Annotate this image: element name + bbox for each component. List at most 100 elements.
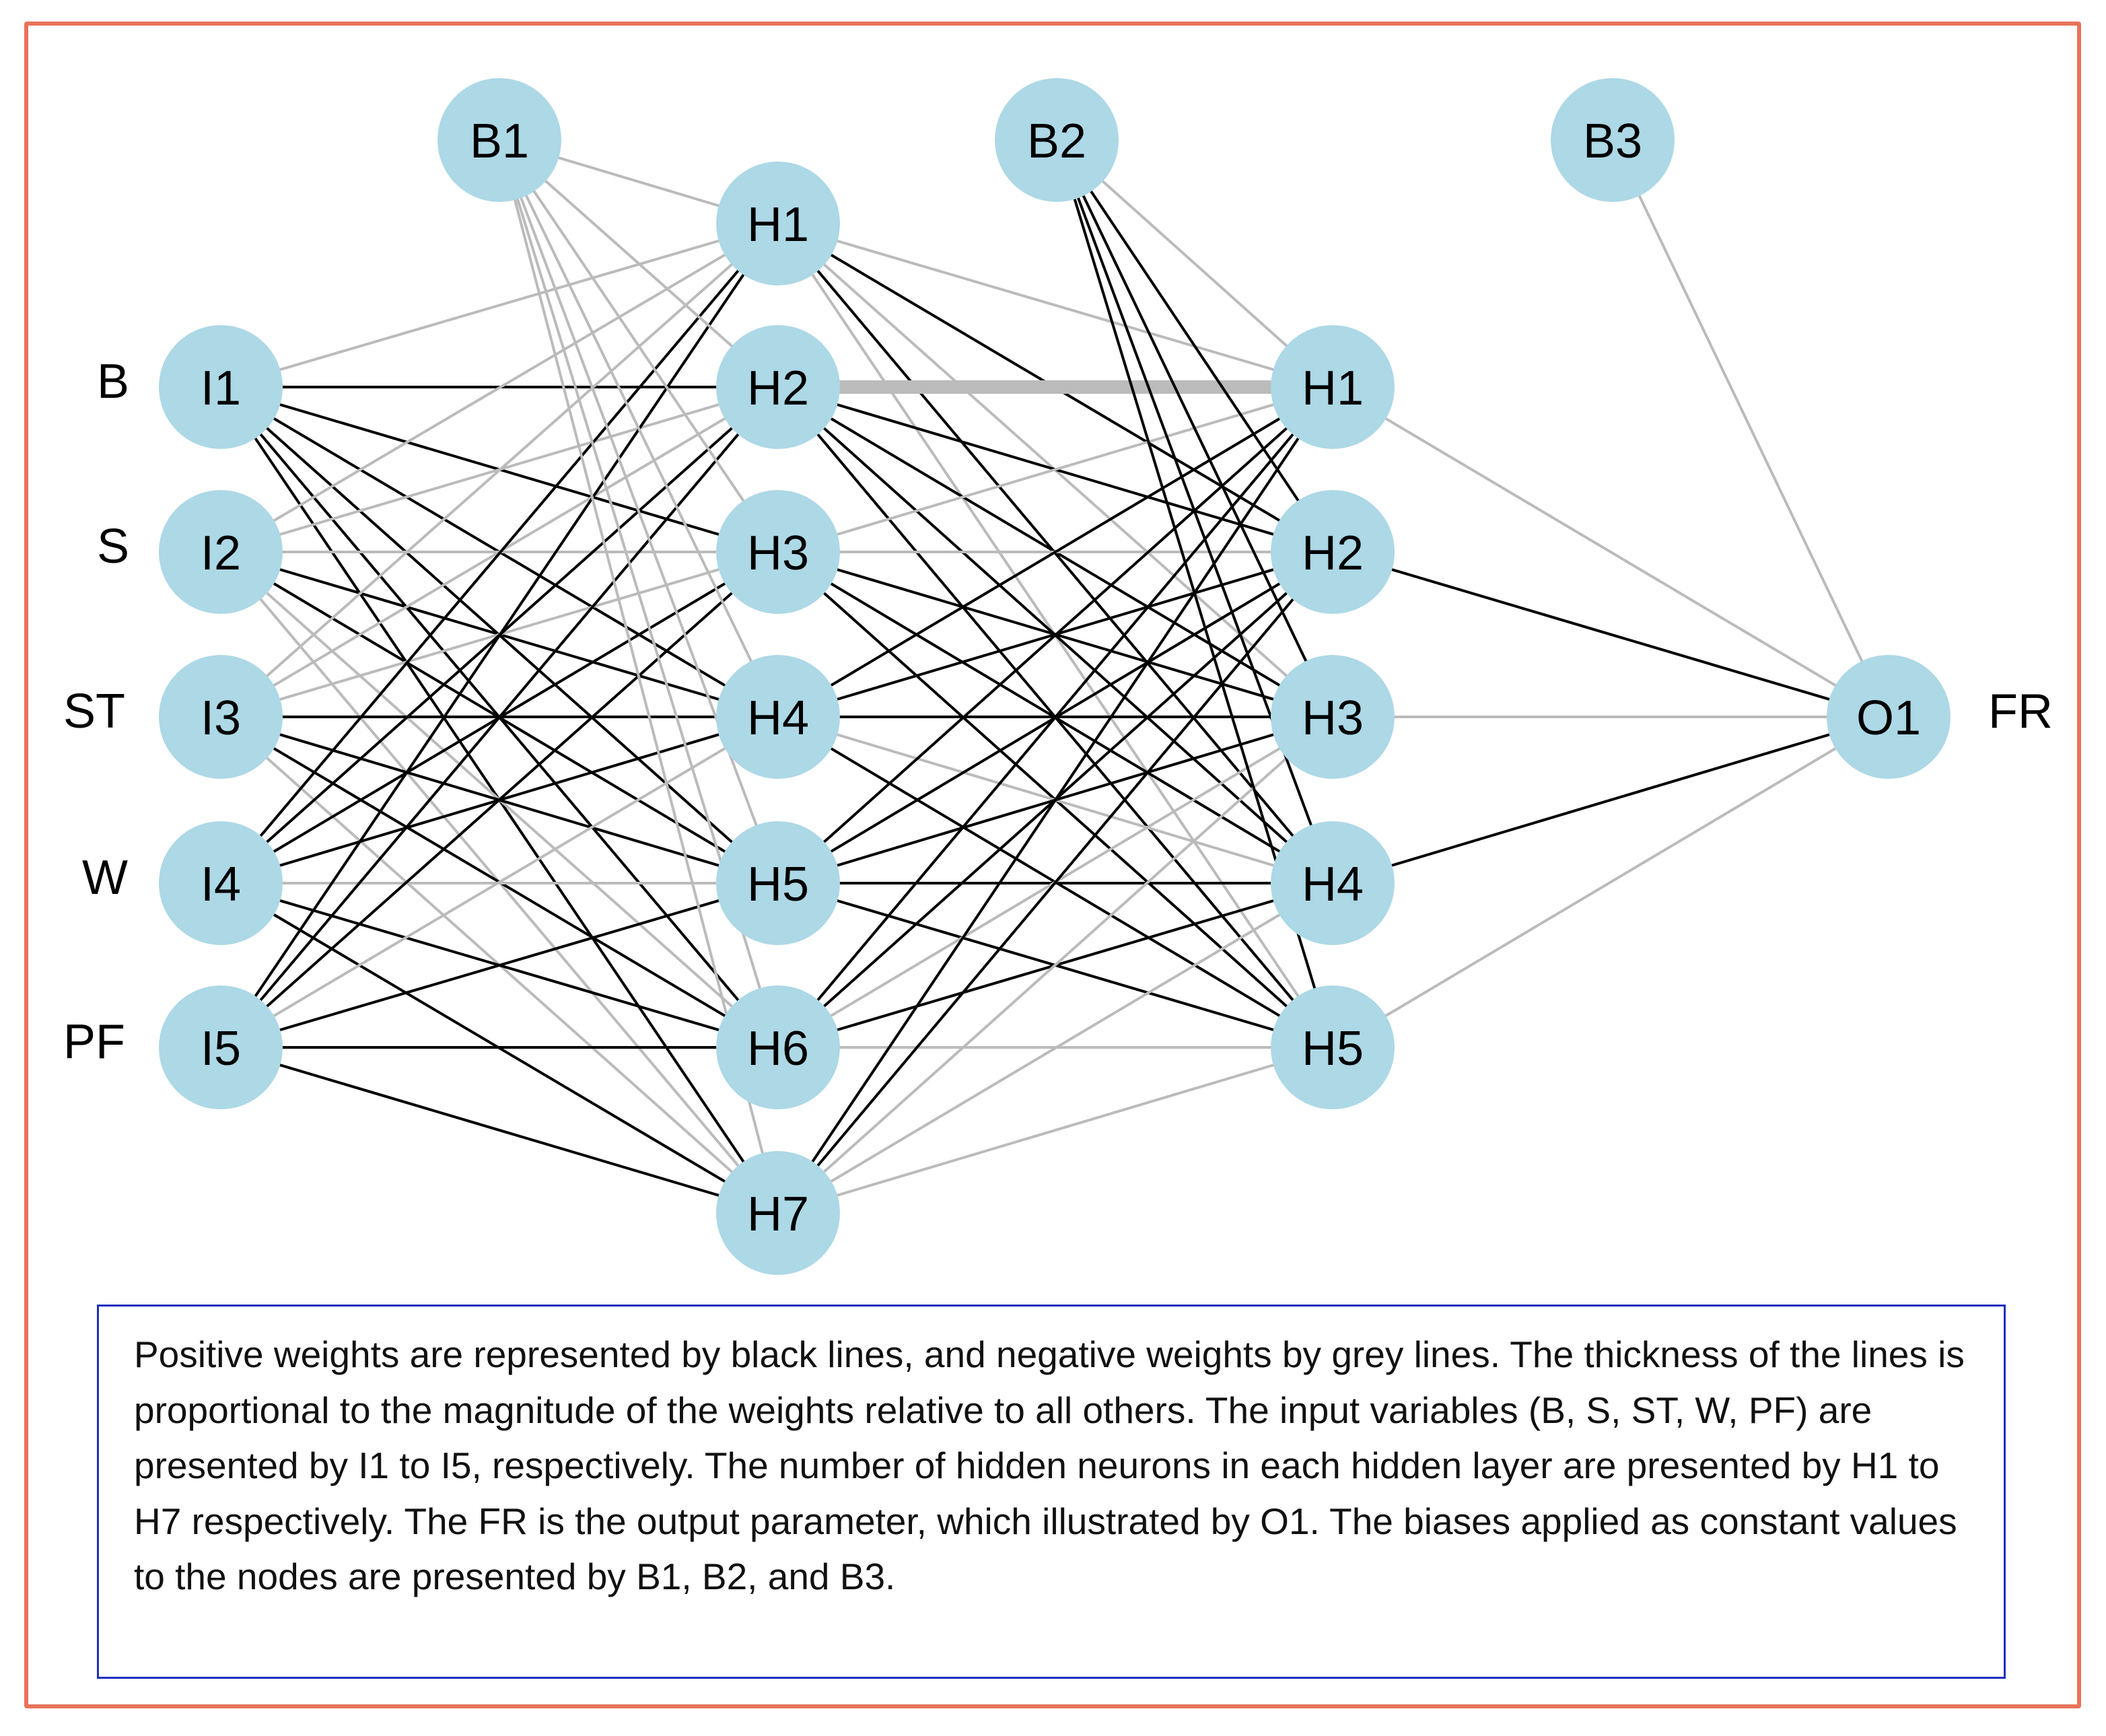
hidden1-node-h5-circle — [716, 821, 840, 945]
hidden2-node-h5-label: H5 — [1302, 1022, 1364, 1076]
figure-caption: Positive weights are represented by blac… — [97, 1305, 2006, 1679]
input-node-i2-circle — [159, 490, 283, 614]
edge-b2-h2-4 — [1055, 139, 1334, 884]
input-node-i5-circle — [159, 985, 283, 1109]
edge-i5-h1-7 — [220, 1046, 779, 1214]
edge-i5-h1-2 — [219, 386, 779, 1049]
hidden2-node-h3-circle — [1271, 655, 1395, 779]
edge-b1-h1-4 — [498, 139, 779, 718]
weight-connections — [219, 139, 1890, 1214]
output-node-o1-label: O1 — [1856, 691, 1921, 745]
input-node-i5: I5 — [159, 985, 283, 1109]
hidden1-node-h5-label: H5 — [747, 858, 809, 911]
bias-node-b2-circle — [995, 78, 1119, 202]
input-variable-label-pf: PF — [63, 1015, 125, 1069]
input-variable-label-b: B — [97, 355, 129, 409]
output-variable-label: FR — [1988, 685, 2053, 738]
hidden2-node-h2-label: H2 — [1302, 526, 1364, 580]
edge-h1-7-h2-5 — [777, 1046, 1333, 1214]
hidden1-node-h2: H2 — [716, 325, 840, 449]
edge-b1-h1-5 — [498, 139, 779, 884]
hidden1-node-h4: H4 — [716, 655, 840, 779]
hidden2-node-h2-circle — [1271, 490, 1395, 614]
bias-node-b2: B2 — [995, 78, 1119, 202]
bias-node-b1-circle — [437, 78, 561, 202]
hidden2-node-h4: H4 — [1271, 821, 1395, 945]
input-node-i2-label: I2 — [201, 526, 241, 580]
hidden2-node-h1: H1 — [1271, 325, 1395, 449]
input-variable-label-s: S — [97, 520, 129, 574]
input-variable-label-w: W — [82, 851, 128, 905]
input-node-i1-label: I1 — [201, 361, 241, 415]
edge-i2-h1-1 — [219, 222, 779, 553]
hidden1-node-h5: H5 — [716, 821, 840, 945]
input-node-i4: I4 — [159, 821, 283, 945]
edge-h1-7-h2-2 — [777, 551, 1334, 1214]
edge-i5-h1-5 — [220, 882, 779, 1049]
hidden1-node-h7: H7 — [716, 1151, 840, 1275]
hidden2-node-h4-label: H4 — [1302, 858, 1364, 911]
input-node-i4-circle — [159, 821, 283, 945]
hidden2-node-h1-label: H1 — [1302, 361, 1364, 415]
hidden2-node-h2: H2 — [1271, 490, 1395, 614]
hidden2-node-h5: H5 — [1271, 985, 1395, 1109]
bias-node-b1-label: B1 — [470, 114, 529, 168]
edge-b1-h1-3 — [498, 139, 779, 553]
hidden1-node-h6-label: H6 — [747, 1022, 809, 1076]
hidden1-node-h6-circle — [716, 985, 840, 1109]
edge-i5-h1-1 — [219, 222, 779, 1049]
edge-h2-2-o1 — [1332, 551, 1889, 718]
output-node-o1-circle — [1827, 655, 1951, 779]
hidden1-node-h3-circle — [716, 490, 840, 614]
edge-b2-h2-2 — [1055, 139, 1334, 553]
output-node-o1: O1 — [1827, 655, 1951, 779]
input-node-i3-label: I3 — [201, 691, 241, 745]
input-node-i2: I2 — [159, 490, 283, 614]
hidden1-node-h4-label: H4 — [747, 691, 809, 745]
input-variable-label-st: ST — [63, 685, 125, 738]
variable-labels: B S ST W PF FR — [63, 355, 2053, 1069]
edge-h1-6-h2-1 — [777, 386, 1334, 1049]
hidden1-node-h1: H1 — [716, 162, 840, 285]
hidden2-node-h1-circle — [1271, 325, 1395, 449]
hidden1-node-h7-label: H7 — [747, 1187, 809, 1241]
edge-i3-h1-1 — [219, 222, 779, 718]
hidden1-node-h4-circle — [716, 655, 840, 779]
edge-b3-o1 — [1611, 139, 1890, 718]
hidden1-node-h6: H6 — [716, 985, 840, 1109]
edge-b1-h1-2 — [498, 139, 779, 388]
bias-node-b3: B3 — [1551, 78, 1675, 202]
input-node-i5-label: I5 — [201, 1022, 241, 1076]
hidden1-node-h2-label: H2 — [747, 361, 809, 415]
edge-i1-h1-1 — [220, 222, 779, 388]
edge-h1-7-h2-1 — [777, 386, 1334, 1214]
edge-h1-7-h2-3 — [777, 716, 1334, 1214]
hidden2-node-h3-label: H3 — [1302, 691, 1364, 745]
edge-h1-7-h2-4 — [777, 882, 1334, 1214]
input-node-i3-circle — [159, 655, 283, 779]
hidden2-node-h3: H3 — [1271, 655, 1395, 779]
hidden1-node-h2-circle — [716, 325, 840, 449]
hidden2-node-h4-circle — [1271, 821, 1395, 945]
input-node-i1-circle — [159, 325, 283, 449]
input-node-i1: I1 — [159, 325, 283, 449]
edge-i5-h1-4 — [219, 716, 779, 1049]
bias-node-b3-label: B3 — [1583, 114, 1642, 168]
hidden1-node-h3: H3 — [716, 490, 840, 614]
edge-h2-4-o1 — [1332, 716, 1889, 884]
edge-b2-h2-3 — [1055, 139, 1334, 718]
edge-i4-h1-1 — [219, 222, 779, 884]
edge-h1-1-h2-1 — [777, 222, 1333, 388]
input-node-i3: I3 — [159, 655, 283, 779]
hidden1-node-h7-circle — [716, 1151, 840, 1275]
edge-h2-5-o1 — [1331, 716, 1890, 1049]
hidden1-node-h1-label: H1 — [747, 198, 809, 252]
bias-node-b3-circle — [1551, 78, 1675, 202]
edge-h2-1-o1 — [1331, 386, 1890, 718]
input-node-i4-label: I4 — [201, 858, 241, 911]
edge-h1-4-h2-1 — [777, 386, 1334, 718]
bias-node-b1: B1 — [437, 78, 561, 202]
edge-h1-5-h2-1 — [777, 386, 1334, 884]
